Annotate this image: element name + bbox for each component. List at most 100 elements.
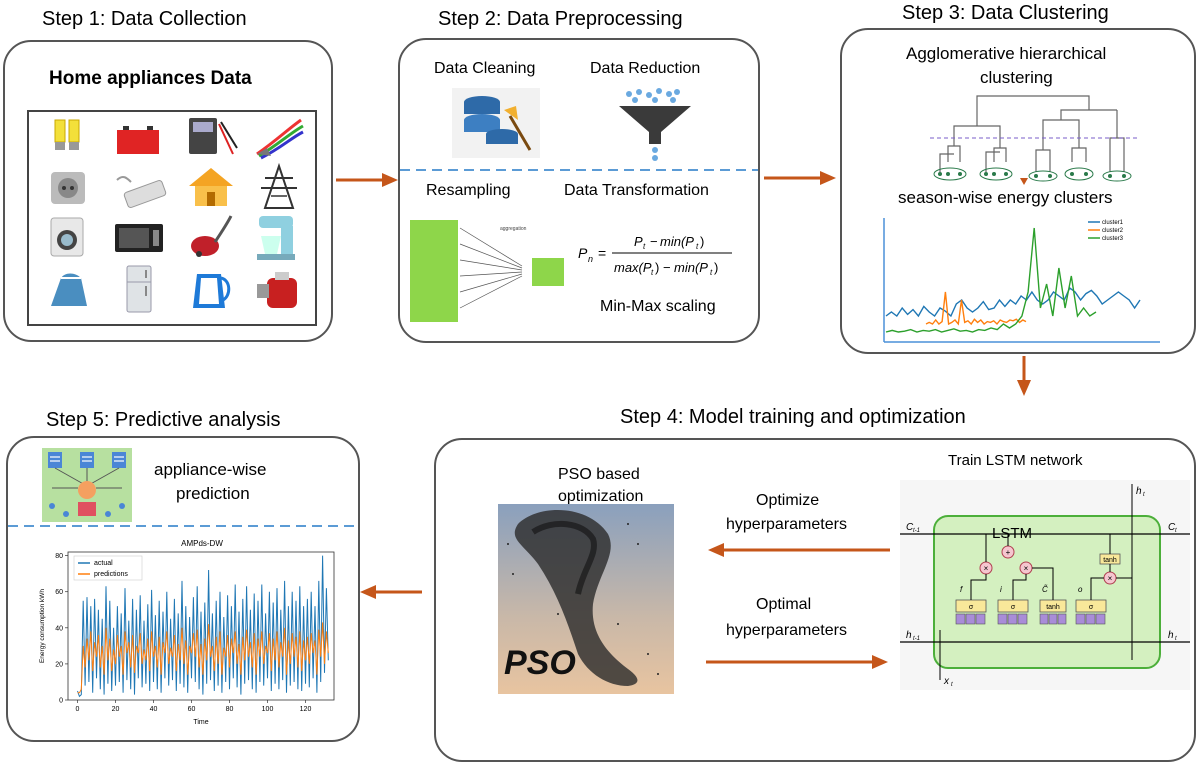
svg-text:C: C [906, 522, 914, 533]
mixer-icon [257, 216, 295, 260]
x-tick-label: 60 [188, 706, 196, 713]
step1-panel: Home appliances Data [3, 40, 333, 342]
pso-flock-image: PSO [498, 504, 674, 694]
svg-text:=: = [598, 245, 606, 261]
meat-grinder-icon [257, 272, 297, 308]
funnel-icon [619, 88, 691, 161]
legend-cluster1: cluster1 [1102, 220, 1124, 226]
svg-text:i: i [1000, 585, 1002, 594]
y-tick-label: 80 [55, 553, 63, 560]
svg-text:σ: σ [1089, 604, 1094, 611]
legend-cluster3: cluster3 [1102, 236, 1124, 242]
step3-title: Step 3: Data Clustering [902, 2, 1109, 24]
svg-text:f: f [960, 585, 963, 594]
svg-text:P: P [578, 245, 588, 261]
arrow-step3-to-step4 [1017, 356, 1031, 396]
socket-icon [51, 172, 85, 204]
svg-text:t-1: t-1 [913, 528, 920, 534]
step2-panel: Data Cleaning Data Reduction Resampling … [398, 38, 760, 343]
svg-text:t-1: t-1 [913, 636, 920, 642]
series-predictions [77, 622, 329, 694]
minmax-formula: P n = P t − min(P t ) max(P t ) − min(P … [578, 234, 732, 277]
data-reduction-label: Data Reduction [590, 60, 701, 77]
svg-text:t: t [1175, 636, 1177, 642]
svg-text:t: t [1143, 492, 1145, 498]
clustering-method-line2: clustering [980, 68, 1053, 87]
arrow-lstm-to-pso [708, 543, 890, 557]
svg-text:−: − [650, 234, 658, 249]
iron-icon [51, 273, 87, 306]
pso-image-text: PSO [504, 644, 576, 682]
svg-text:C: C [1168, 522, 1176, 533]
step3-panel: Agglomerative hierarchical clustering se… [840, 28, 1196, 354]
svg-text:t: t [643, 242, 646, 251]
resampled-block [532, 258, 564, 286]
battery-icon [117, 126, 159, 154]
svg-text:P: P [634, 234, 643, 249]
x-tick-label: 20 [112, 706, 120, 713]
series-cluster2 [925, 291, 1027, 326]
arrow-step4-to-step5 [360, 585, 422, 599]
x-tick-label: 40 [150, 706, 158, 713]
y-axis-label: Energy consumption kWh [39, 589, 46, 663]
dashed-divider [400, 169, 758, 171]
fridge-icon [126, 265, 152, 313]
svg-text:C̃: C̃ [1042, 585, 1048, 594]
cluster-legend: cluster1 cluster2 cluster3 [1088, 220, 1124, 242]
step4-title: Step 4: Model training and optimization [620, 406, 966, 428]
step5-panel: appliance-wise prediction AMPds-DW 0 20 40… [6, 436, 360, 742]
prediction-label-line2: prediction [176, 484, 250, 503]
svg-text:min(P: min(P [674, 260, 708, 275]
kettle-icon [193, 274, 231, 308]
dendrogram [930, 95, 1140, 185]
vacuum-icon [191, 215, 233, 257]
clustering-method-line1: Agglomerative hierarchical [906, 44, 1107, 63]
x-tick-label: 80 [226, 706, 234, 713]
y-tick-label: 0 [59, 698, 63, 705]
svg-text:σ: σ [1011, 604, 1016, 611]
optimal-label-line2: hyperparameters [726, 622, 847, 639]
aggregation-caption: aggregation [500, 226, 527, 232]
series-cluster3 [885, 227, 1097, 333]
appliance-grid [27, 110, 317, 326]
svg-text:o: o [1078, 585, 1083, 594]
x-axis-label: Time [193, 719, 208, 726]
light-bulbs-icon [54, 119, 80, 150]
x-tick-label: 0 [76, 706, 80, 713]
legend-cluster2: cluster2 [1102, 228, 1124, 234]
step4-panel: PSO based optimization Train LSTM networ… [434, 438, 1196, 762]
prediction-label-line1: appliance-wise [154, 460, 267, 479]
legend-actual: actual [94, 560, 113, 567]
svg-text:×: × [1024, 564, 1029, 573]
resampling-label: Resampling [426, 182, 511, 199]
pred-legend: actual predictions [73, 555, 143, 581]
appliance-icons [50, 118, 304, 313]
y-tick-label: 40 [55, 625, 63, 632]
step2-title: Step 2: Data Preprocessing [438, 8, 683, 30]
data-cleaning-label: Data Cleaning [434, 60, 536, 77]
legend-predictions: predictions [94, 571, 128, 578]
power-strip-icon [116, 175, 167, 209]
arrow-step1-to-step2 [336, 173, 398, 187]
svg-text:σ: σ [969, 604, 974, 611]
svg-text:x: x [943, 676, 950, 687]
svg-text:t: t [710, 268, 713, 277]
arrow-pso-to-lstm [706, 655, 888, 669]
step1-title: Step 1: Data Collection [42, 8, 247, 30]
dashed-divider-step5 [8, 525, 358, 527]
cables-icon [256, 118, 304, 160]
svg-text:t: t [651, 268, 654, 277]
resampling-diagram: aggregation [410, 220, 564, 322]
x-tick-label: 120 [300, 706, 312, 713]
chart-title: AMPds-DW [181, 539, 223, 548]
y-tick-label: 60 [55, 589, 63, 596]
svg-text:t: t [951, 682, 953, 688]
svg-text:tanh: tanh [1103, 557, 1117, 564]
svg-text:): ) [714, 260, 718, 275]
minmax-label: Min-Max scaling [600, 298, 716, 315]
optimize-label-line2: hyperparameters [726, 516, 847, 533]
pso-label-line2: optimization [558, 488, 644, 505]
svg-text:min(P: min(P [660, 234, 694, 249]
microwave-icon [115, 224, 163, 252]
